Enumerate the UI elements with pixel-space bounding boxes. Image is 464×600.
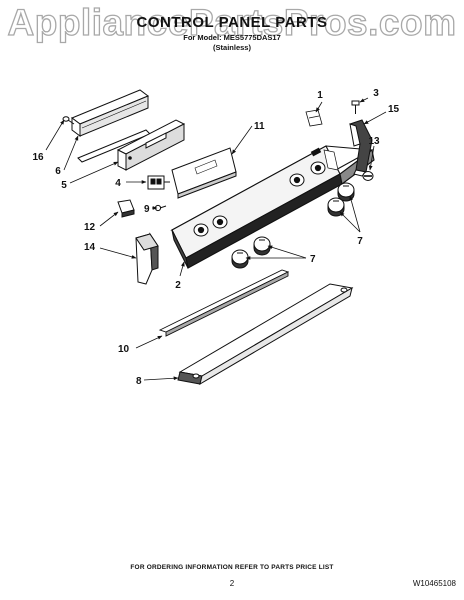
callout-3: 3: [373, 88, 379, 99]
model-line: For Model: MES5775DAS17: [183, 33, 281, 42]
knob-left-2: [231, 249, 249, 269]
leader-lines: [45, 97, 387, 381]
page-title: CONTROL PANEL PARTS: [136, 14, 328, 31]
callout-4: 4: [115, 178, 121, 189]
callout-15: 15: [388, 104, 400, 115]
part-1-overlay: [305, 109, 323, 127]
finish-label: (Stainless): [213, 43, 251, 52]
part-4-switch: [147, 175, 170, 190]
part-8-trim: [177, 283, 354, 386]
part-5-end-panel: [116, 119, 186, 171]
callout-13: 13: [368, 136, 380, 147]
callout-10: 10: [118, 344, 130, 355]
part-12-button: [117, 199, 135, 218]
callout-7-right: 7: [357, 236, 363, 247]
callout-9: 9: [144, 204, 150, 215]
callout-6: 6: [55, 166, 61, 177]
callout-2: 2: [175, 280, 181, 291]
part-10-strip: [158, 269, 290, 337]
watermark: AppliancePartsPros.com: [7, 1, 457, 43]
part-2-console: [170, 145, 375, 269]
callout-1: 1: [317, 90, 323, 101]
part-13-insert: [362, 171, 374, 181]
callout-8: 8: [136, 376, 142, 387]
callout-14: 14: [84, 242, 96, 253]
knob-right-1: [337, 182, 355, 202]
callout-16: 16: [32, 152, 44, 163]
knob-left-1: [253, 236, 271, 256]
callout-12: 12: [84, 222, 96, 233]
ordering-info: FOR ORDERING INFORMATION REFER TO PARTS …: [130, 564, 334, 571]
callout-numbers: 1 2 3 4 5 6 7 7 8 9 10 11 12 13 14 15 16: [32, 88, 399, 387]
callout-11: 11: [254, 121, 265, 132]
part-3-screw: [351, 100, 360, 114]
callout-5: 5: [61, 180, 67, 191]
part-16-screw: [62, 116, 75, 125]
document-number: W10465108: [412, 579, 456, 588]
page-number: 2: [229, 579, 235, 588]
callout-7-left: 7: [310, 254, 316, 265]
part-11-insulation: [171, 147, 237, 199]
part-14-end-cap: [135, 232, 159, 285]
